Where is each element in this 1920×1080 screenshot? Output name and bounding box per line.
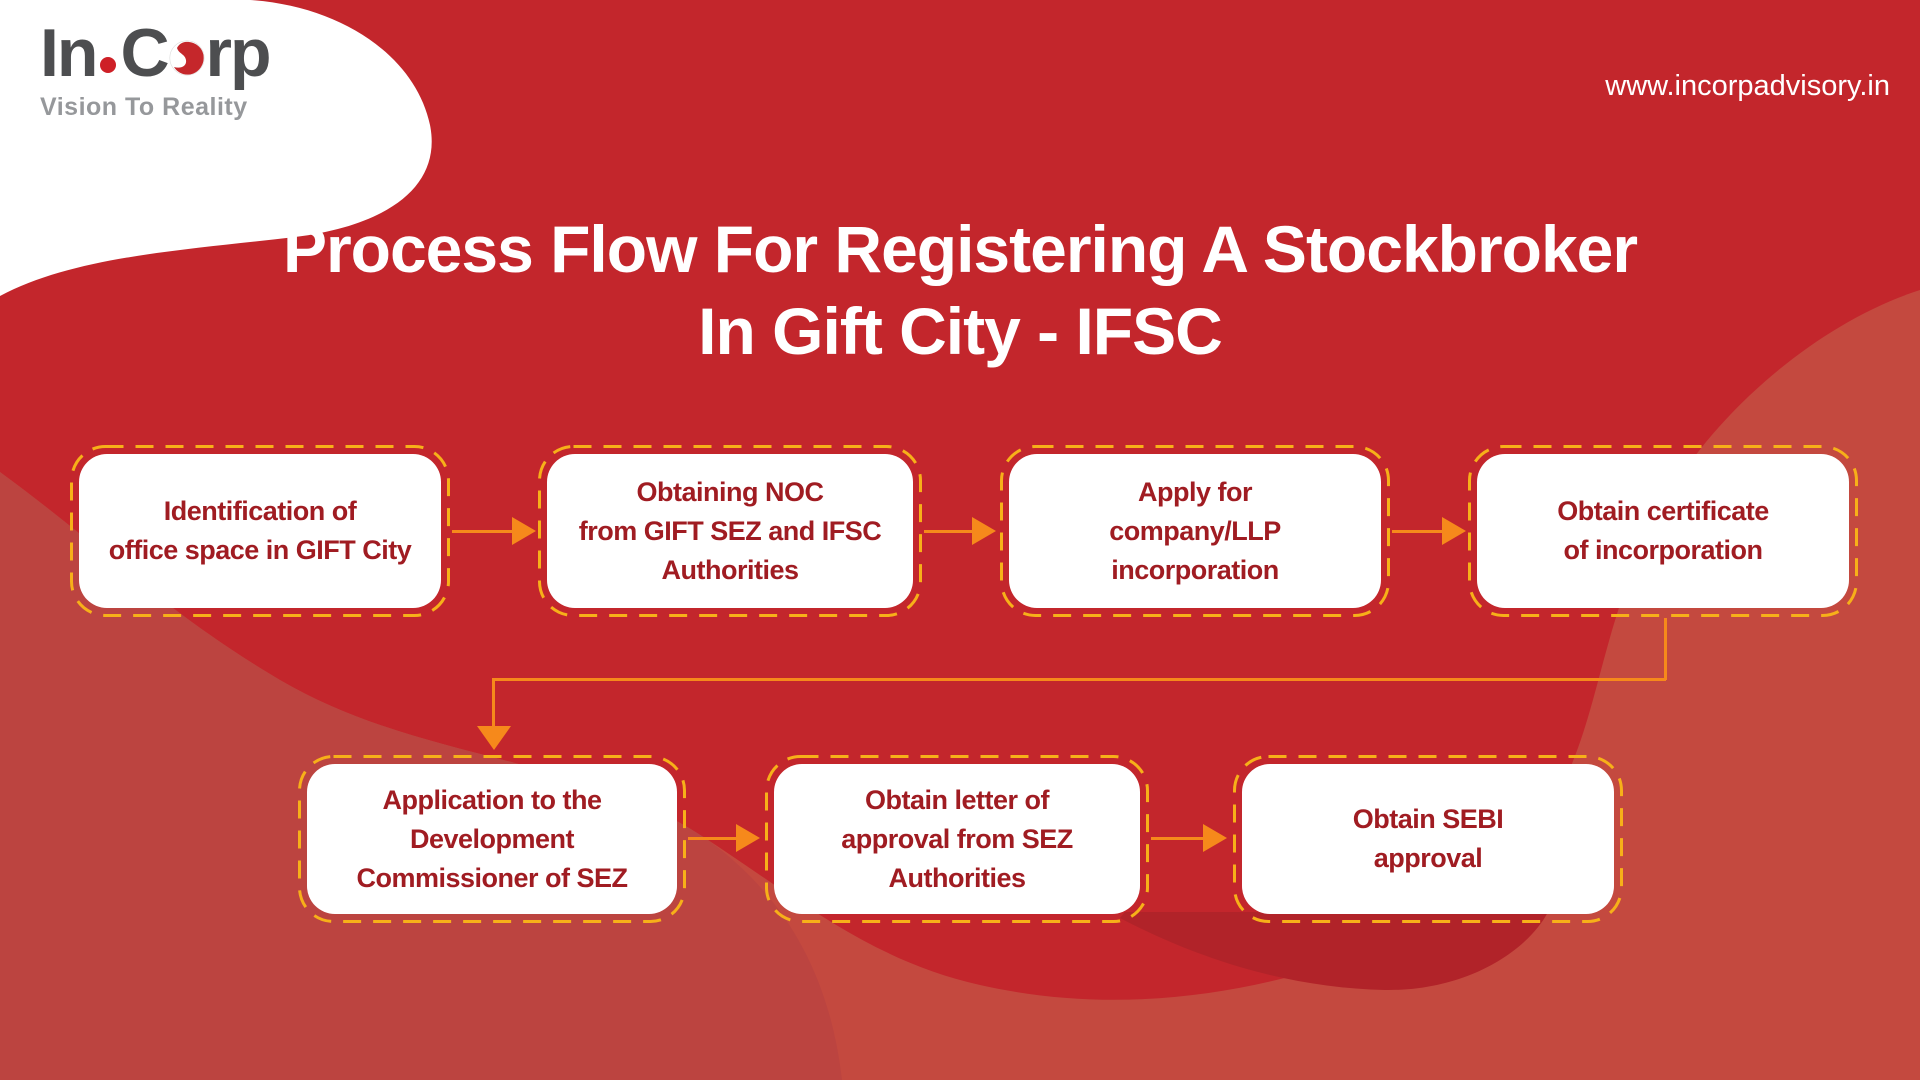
flow-step-5-box: Application to the Development Commissio…	[307, 764, 677, 914]
flow-step-4-box: Obtain certificate of incorporation	[1477, 454, 1849, 608]
flow-step-6: Obtain letter of approval from SEZ Autho…	[765, 755, 1149, 923]
flow-step-7-box: Obtain SEBI approval	[1242, 764, 1614, 914]
arrow-6-7-head	[1203, 824, 1227, 852]
logo-tagline: Vision To Reality	[40, 93, 248, 121]
connector-down-head	[477, 726, 511, 750]
website-url[interactable]: www.incorpadvisory.in	[1605, 70, 1890, 102]
flow-step-3: Apply for company/LLP incorporation	[1000, 445, 1390, 617]
arrow-1-2-head	[512, 517, 536, 545]
logo-text-c: C	[120, 15, 169, 91]
arrow-6-7-line	[1151, 837, 1205, 840]
arrow-5-6-head	[736, 824, 760, 852]
flow-step-4: Obtain certificate of incorporation	[1468, 445, 1858, 617]
flow-step-5-label: Application to the Development Commissio…	[356, 784, 628, 893]
flow-step-7: Obtain SEBI approval	[1233, 755, 1623, 923]
flow-step-6-box: Obtain letter of approval from SEZ Autho…	[774, 764, 1140, 914]
globe-icon	[169, 16, 205, 90]
flow-step-2-box: Obtaining NOC from GIFT SEZ and IFSC Aut…	[547, 454, 913, 608]
flow-step-3-box: Apply for company/LLP incorporation	[1009, 454, 1381, 608]
flow-step-7-label: Obtain SEBI approval	[1352, 804, 1504, 873]
arrow-2-3-line	[924, 530, 974, 533]
arrow-1-2-line	[452, 530, 514, 533]
page-title: Process Flow For Registering A Stockbrok…	[282, 212, 1638, 368]
flow-step-1-label: Identification of office space in GIFT C…	[108, 496, 412, 565]
logo-text-in: In	[40, 15, 98, 91]
connector-down-line	[492, 680, 495, 728]
flow-step-2-label: Obtaining NOC from GIFT SEZ and IFSC Aut…	[578, 476, 882, 585]
arrow-3-4-head	[1442, 517, 1466, 545]
arrow-5-6-line	[688, 837, 738, 840]
arrow-3-4-line	[1392, 530, 1444, 533]
connector-drop-line	[1664, 618, 1667, 680]
flow-step-1: Identification of office space in GIFT C…	[70, 445, 450, 617]
flow-step-1-box: Identification of office space in GIFT C…	[79, 454, 441, 608]
arrow-2-3-head	[972, 517, 996, 545]
connector-horizontal-line	[492, 678, 1666, 681]
flow-step-2: Obtaining NOC from GIFT SEZ and IFSC Aut…	[538, 445, 922, 617]
flow-step-4-label: Obtain certificate of incorporation	[1557, 496, 1769, 565]
logo-text-rp: rp	[205, 15, 272, 91]
flow-step-3-label: Apply for company/LLP incorporation	[1109, 476, 1281, 585]
flow-step-6-label: Obtain letter of approval from SEZ Autho…	[841, 784, 1073, 893]
logo-dot-icon	[100, 57, 117, 73]
flow-step-5: Application to the Development Commissio…	[298, 755, 686, 923]
